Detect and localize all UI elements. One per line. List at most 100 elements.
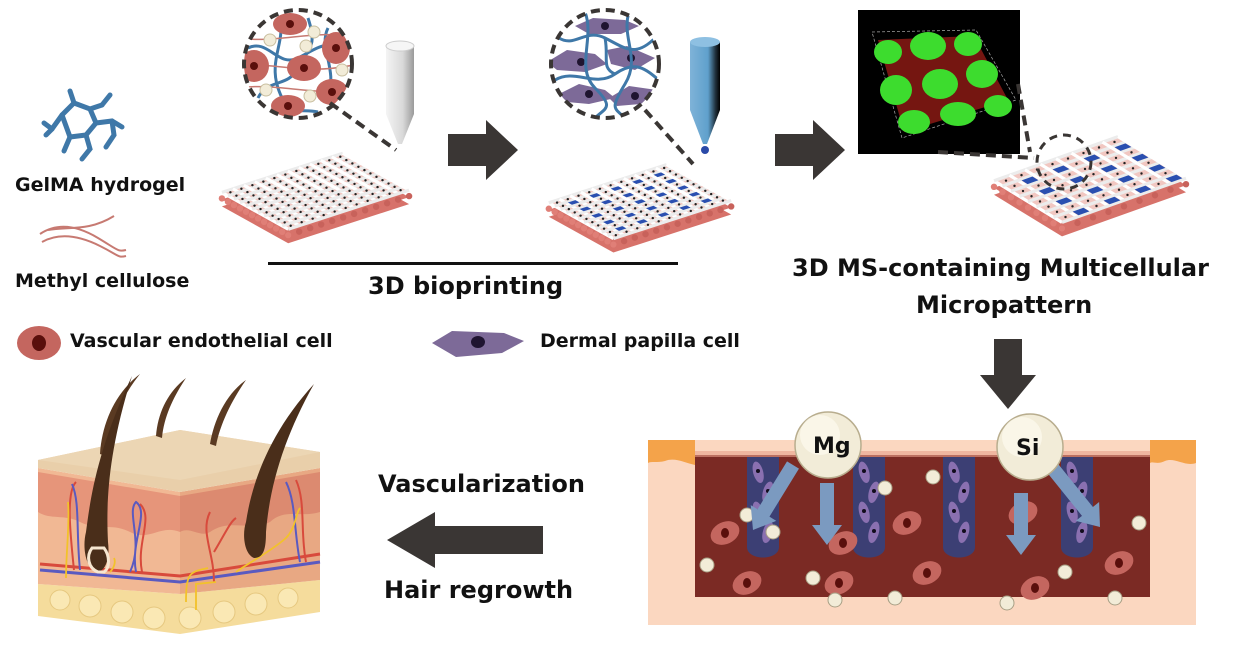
scaffold-edge-bump (248, 211, 256, 219)
scaffold-pore (345, 158, 348, 162)
scaffold-pore (1047, 205, 1050, 208)
scaffold-pore (358, 175, 361, 179)
scaffold-pore (692, 183, 695, 186)
scaffold-pore (665, 186, 668, 190)
scaffold-pore (623, 210, 626, 213)
scaffold-pore (265, 211, 268, 214)
scaffold-pore (322, 213, 325, 217)
dermal-cell-square (1117, 175, 1135, 183)
scaffold-pore (290, 176, 293, 180)
scaffold-pore (566, 197, 569, 201)
dermal-cell-square (1055, 197, 1073, 205)
ion-particle (805, 570, 821, 586)
scaffold-pore (635, 217, 638, 220)
scaffold-pore (594, 204, 598, 207)
scaffold-pore (296, 180, 299, 183)
scaffold-edge-bump (1120, 203, 1128, 210)
scaffold-pore (304, 203, 307, 207)
scaffold-pore (357, 165, 360, 168)
scaffold-edge-bump (218, 195, 226, 202)
dermal-cell-square (636, 219, 648, 224)
scaffold-pore (578, 204, 581, 207)
scaffold-pore (1071, 205, 1074, 208)
scaffold-edge-bump (999, 188, 1006, 196)
scaffold-pore (1100, 178, 1104, 181)
scaffold-pore (341, 176, 344, 179)
scaffold-edge-bump (372, 203, 380, 210)
scaffold-pore (561, 204, 565, 208)
scaffold-pore (349, 199, 352, 203)
scaffold-pore (1097, 146, 1101, 149)
scaffold-pore (319, 183, 322, 186)
scaffold-pore (299, 210, 302, 214)
ion-particle (999, 595, 1015, 611)
methyl-cellulose-icon (39, 215, 127, 258)
scaffold-pore (1068, 173, 1071, 176)
scaffold-pore (1061, 183, 1064, 187)
bioprinting-label: 3D bioprinting (368, 272, 564, 300)
dermal-cell-square (1103, 196, 1121, 205)
scaffold-edge-bump (339, 214, 347, 221)
hair-follicle-column (853, 457, 885, 558)
scaffold-pore (355, 203, 358, 206)
scaffold-pore (656, 210, 659, 213)
dermal-cell-square (1021, 176, 1039, 185)
scaffold-pore (704, 189, 707, 193)
scaffold-pore (711, 202, 714, 206)
dermal-cell-square (688, 191, 701, 197)
dermal-cell-square (1072, 207, 1090, 216)
scaffold-pore (642, 183, 645, 187)
dermal-cell-square (1114, 143, 1132, 151)
scaffold-strand (993, 135, 1119, 183)
scaffold-pore (1083, 167, 1087, 171)
scaffold-pore (652, 170, 655, 173)
scaffold-pore (618, 217, 621, 220)
scaffold-edge-bump (674, 220, 681, 227)
vascular-cell (710, 521, 740, 545)
scaffold-strand (1061, 176, 1187, 224)
si-ion-label: Si (1016, 436, 1040, 461)
scaffold-pore (332, 200, 335, 203)
vascular-cell (1104, 551, 1134, 575)
scaffold-strand (665, 163, 732, 202)
scaffold-pore (347, 179, 350, 182)
scaffold-pore (1148, 177, 1152, 180)
scaffold-edge-bump (642, 230, 649, 238)
ion-particle (827, 592, 843, 608)
scaffold-pore (375, 175, 378, 179)
scaffold-pore (270, 204, 273, 207)
scaffold-pore (643, 193, 647, 197)
dermal-cell-square (1069, 175, 1087, 184)
scaffold-pore (1164, 171, 1167, 175)
vascular-cell-bioink-zoom (242, 8, 354, 120)
scaffold-pore (664, 176, 667, 180)
scaffold-edge-bump (598, 234, 605, 242)
scaffold-edge-bump (254, 215, 262, 222)
scaffold-strand (1052, 171, 1179, 219)
ion-particle (877, 480, 893, 496)
scaffold-pore (639, 210, 643, 213)
scaffold-pore (662, 166, 666, 170)
scaffold-pore (329, 169, 332, 172)
scaffold-pore (340, 165, 343, 169)
scaffold-pore (680, 176, 683, 179)
scaffold-pore (331, 189, 334, 193)
scaffold-pore (281, 200, 284, 204)
scaffold-strand (281, 185, 404, 228)
scaffold-pore (353, 182, 356, 186)
scaffold-edge-bump (663, 224, 671, 231)
scaffold-strand (275, 181, 398, 225)
scaffold-edge-bump (1050, 220, 1057, 227)
scaffold-pore (317, 162, 320, 166)
vascular-cell (1020, 576, 1050, 600)
vascular-endothelial-cell-label: Vascular endothelial cell (70, 330, 333, 352)
scaffold-pore (608, 230, 612, 234)
scaffold-pore (1051, 162, 1054, 166)
dermal-cell-square (632, 179, 644, 184)
dermal-cell-square (1100, 164, 1118, 173)
scaffold-pore (352, 172, 355, 175)
scaffold-pore (646, 223, 650, 227)
scaffold-pore (698, 186, 701, 189)
scaffold-pore (655, 200, 658, 203)
scaffold-pore (1038, 200, 1042, 203)
